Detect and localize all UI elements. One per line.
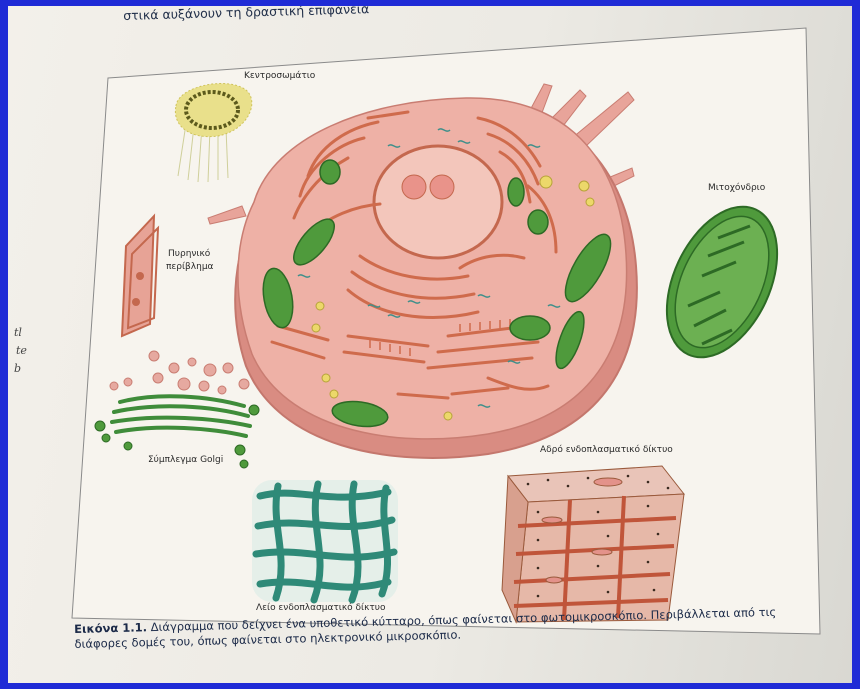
- label-smooth-er: Λείο ενδοπλασματικό δίκτυο: [256, 602, 386, 613]
- figure-id: Εικόνα 1.1.: [74, 620, 147, 636]
- label-rough-er: Αδρό ενδοπλασματικό δίκτυο: [540, 444, 673, 455]
- margin-fragment: te: [16, 344, 27, 357]
- label-nuclear-envelope-1: Πυρηνικό: [168, 248, 211, 259]
- label-golgi: Σύμπλεγμα Golgi: [148, 454, 223, 465]
- nucleus: [374, 146, 502, 258]
- label-mitochondrion: Μιτοχόνδριο: [708, 182, 766, 193]
- margin-fragment: tl: [14, 326, 22, 339]
- rough-er-illustration: [502, 466, 684, 622]
- cell-diagram: Κεντροσωμάτιο Πυρηνικό περίβλημα: [8, 6, 852, 683]
- margin-fragment: b: [14, 362, 21, 375]
- label-centrosome: Κεντροσωμάτιο: [244, 71, 316, 81]
- label-nuclear-envelope-2: περίβλημα: [166, 262, 214, 272]
- smooth-er-illustration: [252, 480, 398, 602]
- book-page: στικά αυξάνουν τη δραστική επιφάνεια: [8, 6, 852, 683]
